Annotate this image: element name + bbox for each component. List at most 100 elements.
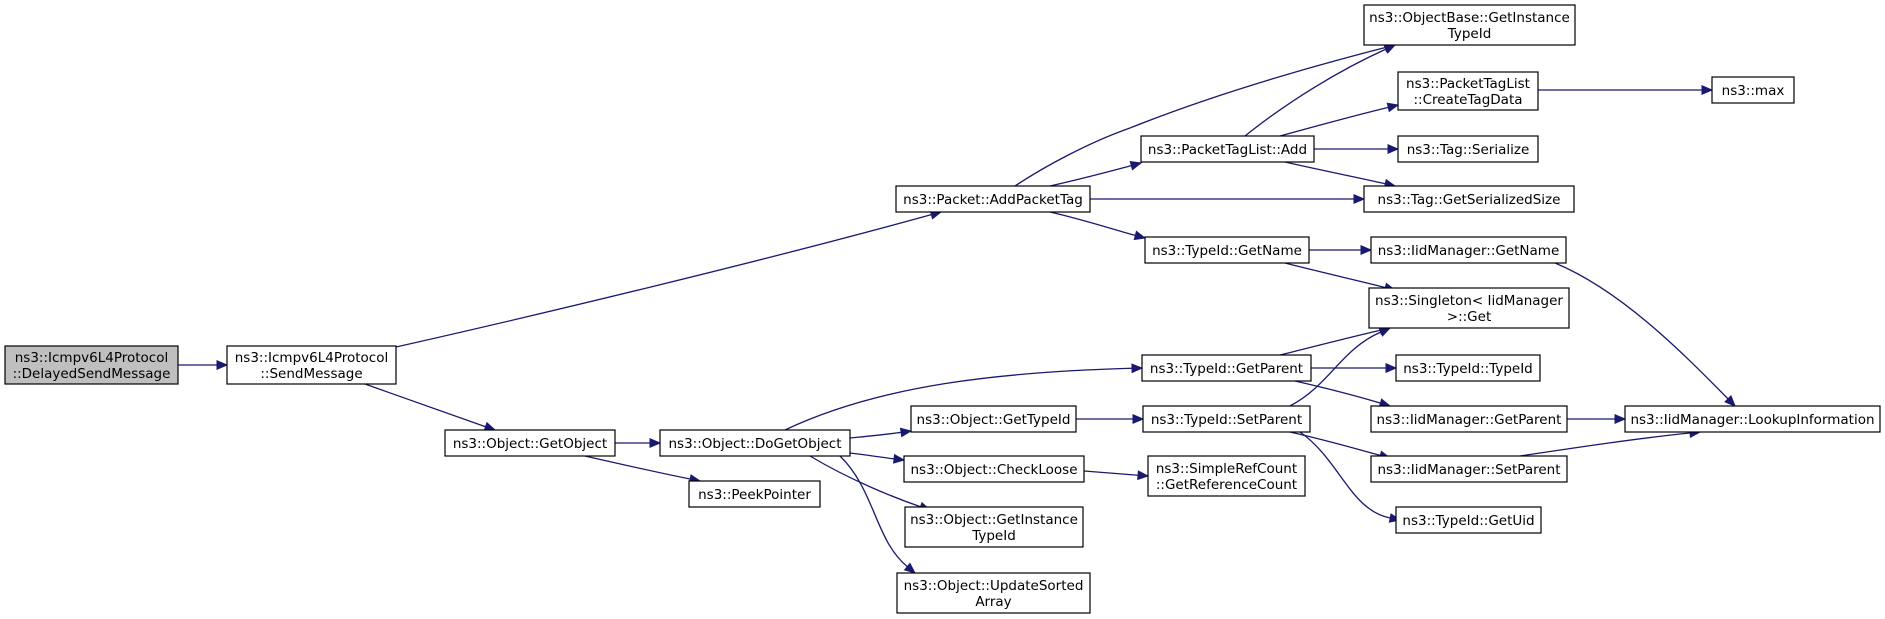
node-label: ns3::Packet::AddPacketTag	[903, 192, 1083, 208]
node-label: ::GetReferenceCount	[1156, 477, 1297, 493]
node-n0[interactable]: ns3::Icmpv6L4Protocol::DelayedSendMessag…	[4, 345, 179, 385]
edge-n1-to-n2	[395, 210, 943, 348]
node-label: ns3::PacketTagList::Add	[1148, 142, 1307, 158]
node-n5[interactable]: ns3::PeekPointer	[688, 480, 821, 508]
node-box	[444, 429, 616, 457]
node-label: ns3::Object::UpdateSorted	[904, 578, 1084, 594]
node-box	[1142, 405, 1311, 433]
node-n22[interactable]: ns3::SimpleRefCount::GetReferenceCount	[1147, 455, 1306, 497]
edge-n4-to-n26	[839, 455, 916, 574]
node-n19[interactable]: ns3::IidManager::GetParent	[1370, 405, 1568, 433]
node-n3[interactable]: ns3::Object::GetObject	[444, 429, 616, 457]
edge-n2-to-n12	[1049, 211, 1147, 241]
node-box	[896, 572, 1091, 614]
edge-n19-to-n20	[1567, 414, 1627, 424]
node-box	[895, 185, 1091, 213]
node-label: ns3::max	[1722, 83, 1785, 99]
edge-n4-to-n17	[849, 427, 913, 439]
node-label: TypeId	[971, 528, 1016, 544]
node-label: Array	[975, 594, 1011, 610]
node-n2[interactable]: ns3::Packet::AddPacketTag	[895, 185, 1091, 213]
node-label: ns3::IidManager::GetName	[1378, 243, 1560, 259]
node-label: ns3::Object::GetTypeId	[917, 412, 1071, 428]
node-box	[1368, 287, 1570, 329]
node-n1[interactable]: ns3::Icmpv6L4Protocol::SendMessage	[226, 345, 397, 385]
node-label: ns3::PeekPointer	[698, 487, 811, 503]
node-box	[226, 345, 397, 385]
node-n20[interactable]: ns3::IidManager::LookupInformation	[1624, 405, 1881, 433]
node-box	[1395, 506, 1542, 534]
node-label: ns3::TypeId::SetParent	[1151, 412, 1302, 428]
node-label: ns3::SimpleRefCount	[1156, 461, 1297, 477]
edge-n15-to-n14	[1279, 325, 1392, 356]
node-box	[1397, 71, 1539, 111]
node-n18[interactable]: ns3::TypeId::SetParent	[1142, 405, 1311, 433]
edge-n23-to-n20	[1519, 428, 1702, 457]
node-n9[interactable]: ns3::PacketTagList::Add	[1140, 135, 1315, 163]
node-box	[1147, 455, 1306, 497]
node-n13[interactable]: ns3::IidManager::GetName	[1370, 236, 1567, 264]
node-label: ns3::IidManager::SetParent	[1378, 462, 1561, 478]
edge-n9-to-n6	[1244, 44, 1397, 137]
node-box	[1711, 76, 1795, 104]
node-box	[1141, 354, 1312, 382]
node-n15[interactable]: ns3::TypeId::GetParent	[1141, 354, 1312, 382]
node-n10[interactable]: ns3::Tag::Serialize	[1397, 135, 1539, 163]
node-label: >::Get	[1447, 309, 1491, 325]
edge-n2-to-n11	[1090, 194, 1366, 204]
edge-n4-to-n21	[849, 452, 906, 464]
node-box	[1370, 236, 1567, 264]
node-n16[interactable]: ns3::TypeId::TypeId	[1395, 354, 1541, 382]
node-box	[1397, 135, 1539, 163]
edge-n12-to-n13	[1309, 245, 1373, 255]
call-graph-nodes: ns3::Icmpv6L4Protocol::DelayedSendMessag…	[4, 4, 1881, 614]
call-graph-edges	[178, 42, 1736, 574]
edge-n9-to-n10	[1314, 144, 1400, 154]
node-n25[interactable]: ns3::TypeId::GetUid	[1395, 506, 1542, 534]
node-n4[interactable]: ns3::Object::DoGetObject	[659, 429, 851, 457]
node-label: ns3::TypeId::GetUid	[1402, 513, 1534, 529]
node-n11[interactable]: ns3::Tag::GetSerializedSize	[1363, 185, 1575, 213]
edge-n0-to-n1	[178, 360, 229, 370]
node-box	[1363, 4, 1576, 46]
node-n12[interactable]: ns3::TypeId::GetName	[1144, 236, 1310, 264]
node-label: ns3::Object::DoGetObject	[668, 436, 841, 452]
node-n8[interactable]: ns3::max	[1711, 76, 1795, 104]
node-box	[659, 429, 851, 457]
node-box	[903, 455, 1085, 483]
node-label: ::CreateTagData	[1413, 92, 1522, 108]
node-label: ns3::IidManager::GetParent	[1377, 412, 1562, 428]
node-box	[1395, 354, 1541, 382]
node-box	[1144, 236, 1310, 264]
edge-n3-to-n5	[584, 455, 702, 484]
node-label: ns3::Tag::Serialize	[1407, 142, 1530, 158]
node-n7[interactable]: ns3::PacketTagList::CreateTagData	[1397, 71, 1539, 111]
node-label: ns3::Icmpv6L4Protocol	[15, 350, 169, 366]
node-label: ns3::Object::GetInstance	[910, 512, 1078, 528]
node-label: TypeId	[1447, 26, 1492, 42]
edge-n9-to-n7	[1279, 102, 1400, 137]
node-box	[910, 405, 1077, 433]
node-n21[interactable]: ns3::Object::CheckLoose	[903, 455, 1085, 483]
edge-n2-to-n6	[1014, 42, 1397, 187]
edge-n13-to-n20	[1554, 262, 1736, 407]
node-box	[1624, 405, 1881, 433]
node-label: ns3::PacketTagList	[1406, 76, 1530, 92]
node-box	[1363, 185, 1575, 213]
node-n14[interactable]: ns3::Singleton< IidManager>::Get	[1368, 287, 1570, 329]
node-box	[1370, 455, 1568, 483]
node-n17[interactable]: ns3::Object::GetTypeId	[910, 405, 1077, 433]
edge-n21-to-n22	[1083, 470, 1150, 481]
node-n23[interactable]: ns3::IidManager::SetParent	[1370, 455, 1568, 483]
node-label: ns3::Tag::GetSerializedSize	[1378, 192, 1561, 208]
node-box	[904, 506, 1084, 548]
node-label: ns3::ObjectBase::GetInstance	[1369, 10, 1570, 26]
edge-n9-to-n11	[1284, 161, 1397, 189]
node-box	[1140, 135, 1315, 163]
node-label: ns3::Icmpv6L4Protocol	[235, 350, 389, 366]
edge-n4-to-n15	[784, 363, 1144, 431]
